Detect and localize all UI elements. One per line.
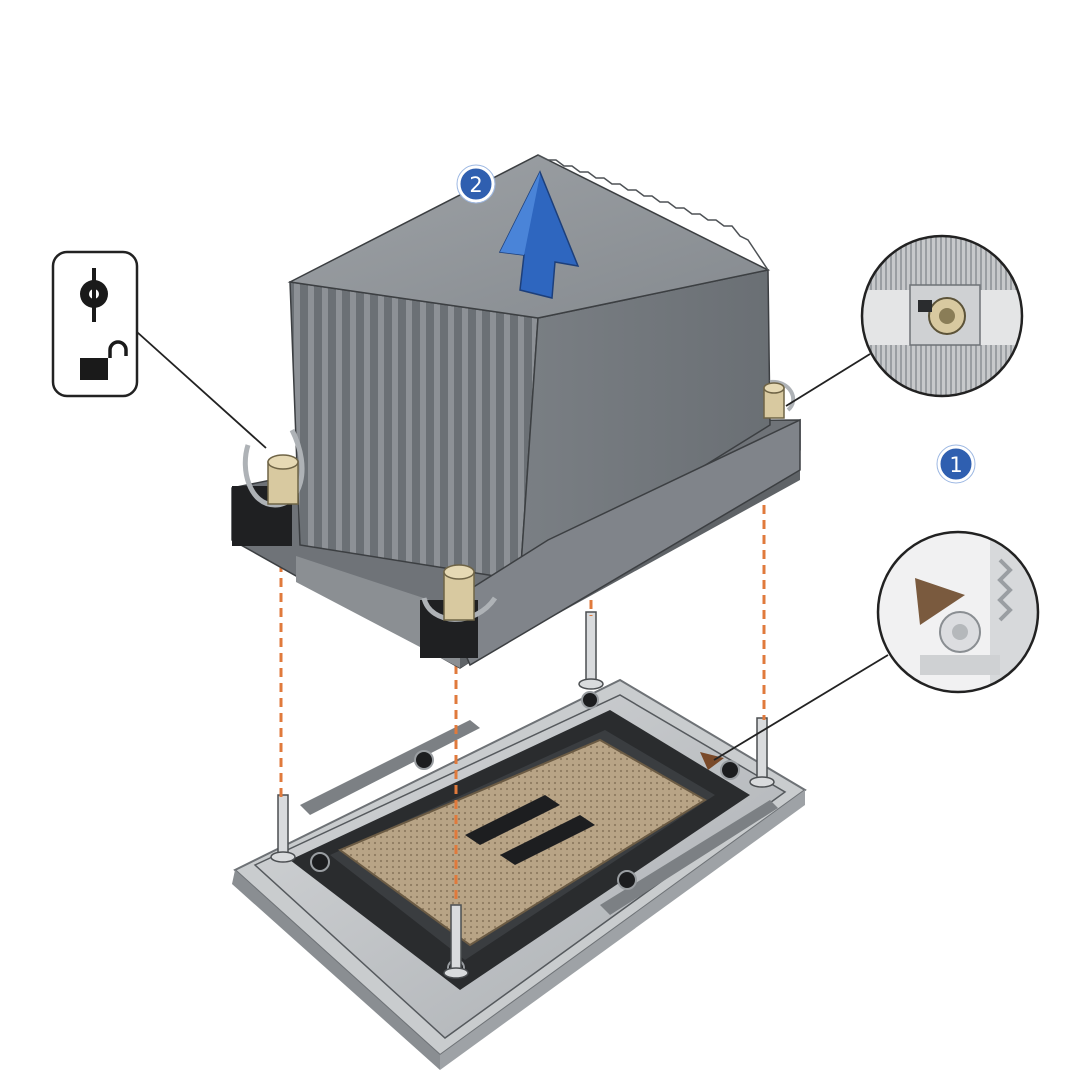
step-number-2: 2 bbox=[469, 173, 482, 197]
zoom-callout-screw bbox=[860, 234, 1024, 398]
zoom-screw-callout-line bbox=[785, 353, 871, 407]
legend-callout-line bbox=[136, 331, 267, 449]
torx-screwdriver-icon bbox=[80, 268, 108, 322]
socket-standoff-studs bbox=[270, 611, 775, 979]
captive-screw-front-right bbox=[420, 564, 498, 658]
step-number-1: 1 bbox=[949, 453, 962, 477]
lift-up-arrow bbox=[498, 170, 580, 299]
captive-screw-back-right bbox=[763, 379, 796, 419]
unlock-icon bbox=[80, 340, 128, 380]
step-badge-1: 1 bbox=[936, 444, 976, 484]
cpu-socket-base bbox=[232, 678, 807, 1070]
alignment-guide-lines bbox=[279, 490, 766, 905]
zoom-callout-pin1-marker bbox=[876, 530, 1040, 694]
captive-screw-front-left bbox=[232, 428, 305, 546]
step-badge-2: 2 bbox=[456, 164, 496, 204]
heat-sink bbox=[231, 154, 801, 669]
zoom-marker-callout-line bbox=[713, 654, 889, 761]
tool-legend-box bbox=[51, 250, 139, 398]
